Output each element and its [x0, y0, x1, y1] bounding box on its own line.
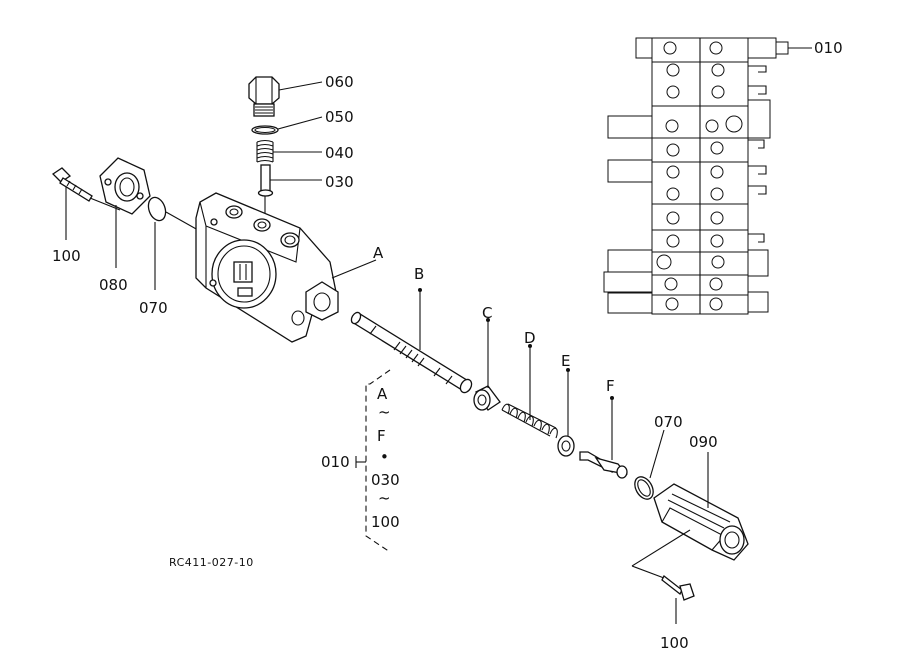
- callout-C: C: [482, 304, 492, 322]
- callout-090: 090: [689, 433, 718, 451]
- callout-F: F: [606, 377, 615, 395]
- bolt-100-bottom: [661, 575, 695, 601]
- callout-A: A: [373, 244, 384, 262]
- group-range-start: A: [377, 385, 388, 403]
- o-ring-050: [251, 125, 279, 135]
- spring-040: [256, 139, 274, 163]
- valve-section-body: [195, 192, 339, 343]
- callout-100-bottom: 100: [660, 634, 689, 652]
- o-ring-070-left: [147, 196, 167, 222]
- figure-reference: RC411-027-10: [169, 556, 254, 569]
- group-range-sep1: ~: [378, 403, 391, 421]
- callout-030: 030: [325, 173, 354, 191]
- group-range-end: 100: [371, 513, 400, 531]
- callout-E: E: [561, 352, 570, 370]
- callout-060: 060: [325, 73, 354, 91]
- bolt-100-left: [51, 167, 93, 202]
- seat-E: [557, 435, 575, 457]
- callout-100-left: 100: [52, 247, 81, 265]
- callout-D: D: [524, 329, 536, 347]
- callout-040: 040: [325, 144, 354, 162]
- callout-010-top: 010: [814, 39, 843, 57]
- flange-080: [99, 157, 151, 215]
- collar-C: [473, 385, 501, 411]
- assembly-group-bracket: [355, 369, 391, 553]
- group-range-sep2: ~: [378, 489, 391, 507]
- group-number: 010: [321, 453, 350, 471]
- callout-B: B: [414, 265, 424, 283]
- group-range-mid: F: [377, 427, 386, 445]
- group-range-dot: •: [380, 448, 389, 466]
- spool-B: [350, 311, 473, 394]
- cap-090: [653, 483, 749, 561]
- valve-stack-assembly: [603, 37, 812, 315]
- callout-050: 050: [325, 108, 354, 126]
- spring-D: [501, 403, 558, 439]
- bolt-F: [579, 451, 628, 479]
- callout-070-right: 070: [654, 413, 683, 431]
- plug-060: [248, 76, 280, 117]
- group-range-second-start: 030: [371, 471, 400, 489]
- o-ring-070-right: [634, 476, 654, 500]
- callout-080: 080: [99, 276, 128, 294]
- callout-070-left: 070: [139, 299, 168, 317]
